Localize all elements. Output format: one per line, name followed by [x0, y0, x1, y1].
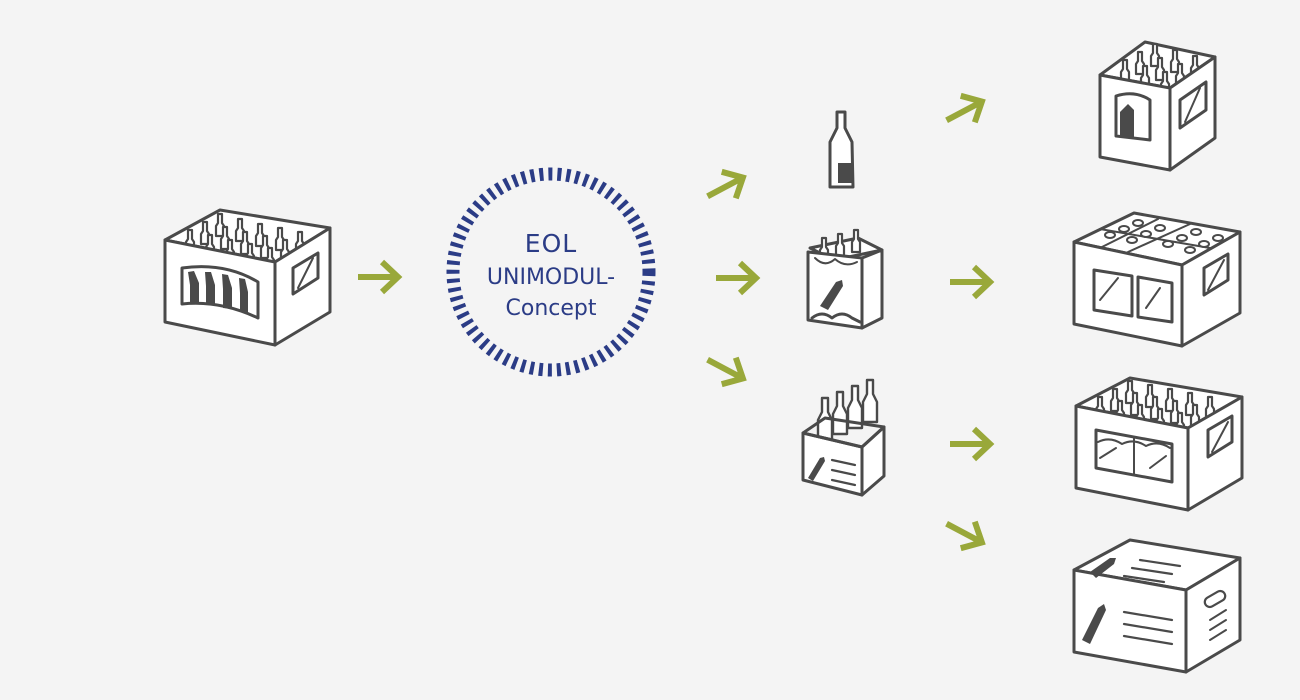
small-crate-icon — [1098, 40, 1217, 172]
arrow-right-icon — [716, 263, 756, 293]
dashed-ring-icon — [446, 167, 656, 377]
hub-label-line-2: UNIMODUL- — [486, 265, 616, 290]
arrow-right-icon — [940, 510, 989, 555]
arrow-right-icon — [358, 262, 398, 292]
arrow-right-icon — [701, 346, 750, 391]
hub-label-line-1: EOL — [524, 229, 578, 258]
crate-with-trays-icon — [1072, 211, 1242, 348]
large-crate-icon — [1074, 376, 1244, 512]
arrow-right-icon — [950, 267, 990, 297]
arrow-right-icon — [940, 88, 989, 133]
carton-box-icon — [1072, 538, 1242, 674]
arrow-right-icon — [950, 429, 990, 459]
source-crate-icon — [163, 208, 332, 347]
bottle-basket-icon — [801, 378, 886, 497]
arrow-right-icon — [701, 164, 750, 209]
single-bottle-icon — [828, 110, 855, 189]
hub-label-line-3: Concept — [505, 296, 597, 321]
six-pack-carrier-icon — [806, 228, 884, 330]
